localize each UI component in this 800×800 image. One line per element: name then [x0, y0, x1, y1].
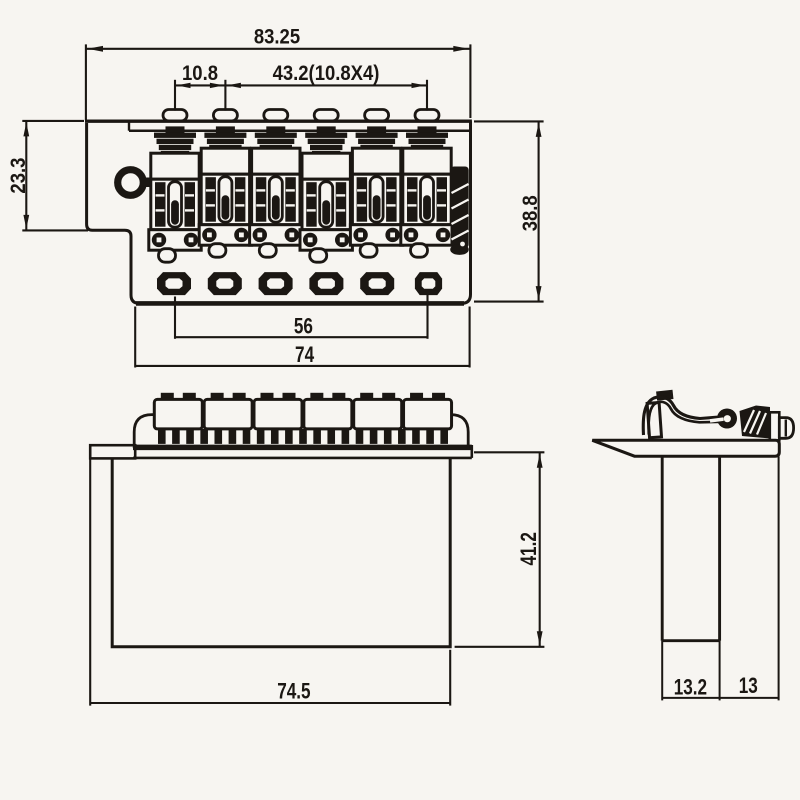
dim-label-plate-depth: 38.8 — [519, 195, 542, 231]
tremolo-block-side — [660, 456, 722, 643]
comb-bar — [412, 428, 420, 444]
dimension-plate-bottom-width — [134, 306, 471, 368]
dimension-left-height — [22, 119, 88, 232]
comb-bar — [327, 428, 336, 444]
comb-bar — [313, 428, 321, 444]
screwoval — [413, 108, 441, 123]
string-holes — [157, 272, 443, 296]
dim-label-total-width: 83.25 — [254, 25, 300, 48]
dim-label-plate-bottom-width: 74 — [295, 343, 314, 368]
fsaddle — [252, 391, 304, 431]
comb-bar — [285, 428, 293, 444]
dim-label-left-height: 23.3 — [7, 158, 30, 194]
dim-label-string-spread: 56 — [294, 314, 313, 339]
fsaddle — [352, 391, 404, 431]
dimension-string-spread — [173, 294, 429, 339]
screwoval — [262, 108, 290, 123]
hole — [414, 272, 443, 296]
saddlebody — [298, 151, 354, 264]
mounting-screws — [161, 108, 441, 123]
saddlebody — [248, 146, 304, 259]
dim-label-overhang: 13 — [739, 674, 758, 699]
dim-label-screw-span: 43.2(10.8X4) — [273, 62, 380, 85]
saddlebody — [348, 146, 405, 259]
saddles-front — [152, 391, 454, 431]
saddle-side — [641, 389, 737, 440]
screwoval — [211, 108, 239, 123]
comb-bar — [426, 428, 434, 444]
comb-bar — [214, 428, 223, 444]
plate-side — [591, 438, 781, 458]
hole — [258, 272, 293, 296]
screwoval — [161, 108, 189, 123]
comb-bar — [355, 428, 364, 444]
comb-bar — [158, 428, 166, 444]
comb-bar — [172, 428, 180, 444]
plate-outline — [85, 121, 472, 305]
saddlebody — [197, 146, 254, 259]
comb-bar — [270, 428, 279, 444]
tremolo-block-front — [110, 458, 452, 649]
saddlebody — [147, 151, 203, 264]
saddles-top — [147, 126, 455, 264]
comb-bar — [369, 428, 378, 444]
height-screw-comb — [158, 428, 448, 444]
fsaddle — [302, 391, 354, 431]
side-view: 13.2 13 — [591, 389, 796, 701]
comb-bar — [440, 428, 448, 444]
dim-label-screw-pitch: 10.8 — [182, 62, 218, 85]
hole — [157, 272, 191, 296]
plate-back-lip — [768, 410, 781, 442]
hole — [360, 272, 395, 296]
dimension-screw-spacing — [173, 79, 429, 111]
fsaddle — [402, 391, 454, 431]
comb-bar — [256, 428, 265, 444]
dimension-block-height — [454, 451, 545, 648]
dimension-block-depth — [661, 456, 780, 701]
dim-label-block-depth: 13.2 — [674, 675, 707, 700]
comb-bar — [200, 428, 208, 444]
screwoval — [312, 108, 340, 123]
fsaddle — [202, 391, 254, 431]
comb-bar — [228, 428, 237, 444]
dim-label-block-width: 74.5 — [277, 679, 310, 704]
comb-bar — [299, 428, 307, 444]
fsaddle — [152, 391, 204, 431]
hole — [309, 272, 344, 296]
dimension-total-width — [84, 44, 472, 120]
comb-bar — [341, 428, 350, 444]
dimension-plate-depth — [474, 120, 544, 303]
tremolo-spring-detail — [450, 166, 470, 255]
top-view: 83.25 10.8 43.2(10.8X4) 23.3 — [7, 25, 544, 368]
plate-shoulder-left — [132, 413, 163, 448]
dim-label-block-height: 41.2 — [517, 532, 542, 565]
comb-bar — [186, 428, 194, 444]
comb-bar — [242, 428, 251, 444]
hole — [207, 272, 242, 296]
plate-left-tab — [88, 443, 137, 460]
screwoval — [363, 108, 391, 123]
dimension-block-width — [89, 459, 452, 706]
comb-bar — [398, 428, 406, 444]
comb-bar — [383, 428, 392, 444]
saddlebody — [399, 146, 455, 259]
intonation-spring-side — [739, 405, 770, 439]
tremolo-arm-hole — [114, 166, 151, 199]
front-view: 41.2 74.5 — [88, 391, 545, 706]
